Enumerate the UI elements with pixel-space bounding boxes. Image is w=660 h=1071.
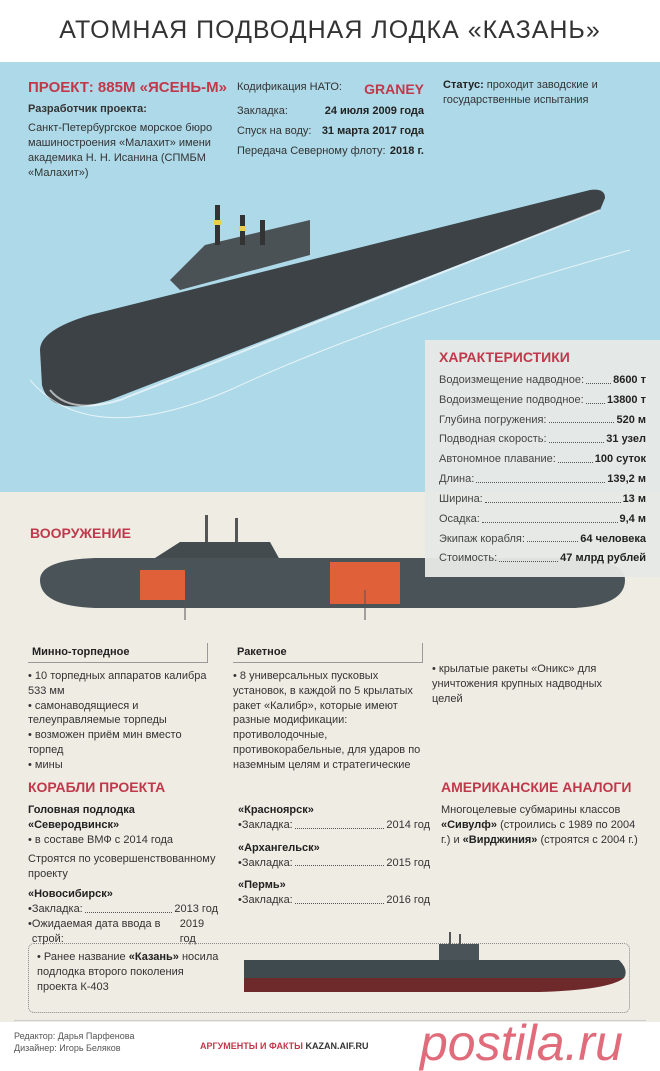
ship-label: Закладка: xyxy=(31,902,83,915)
watermark-logo: postila.ru xyxy=(420,1015,623,1071)
fact-label: Закладка: xyxy=(237,104,288,117)
submarine-illustration xyxy=(30,189,630,419)
note-text: • Ранее название «Казань» носила подлодк… xyxy=(37,951,219,993)
ship-entry: «Пермь»• Закладка:2016 год xyxy=(238,879,430,907)
characteristic-row: Осадка:9,4 м xyxy=(439,512,646,525)
missile-label: Ракетное xyxy=(233,643,423,663)
ship-name: «Новосибирск» xyxy=(28,888,113,901)
ship-value: 2013 год xyxy=(174,902,218,915)
brand-logo: АРГУМЕНТЫ И ФАКТЫ KAZAN.AIF.RU xyxy=(200,1041,369,1051)
ship-value: 2019 год xyxy=(179,917,205,945)
characteristic-row: Экипаж корабля:64 человека xyxy=(439,532,646,545)
fact-value: 24 июля 2009 года xyxy=(324,104,424,117)
characteristic-row: Водоизмещение надводное:8600 т xyxy=(439,373,646,386)
characteristic-row: Водоизмещение подводное:13800 т xyxy=(439,393,646,406)
missile-item: 8 универсальных пусковых установок, в ка… xyxy=(233,669,423,773)
analogs-title: АМЕРИКАНСКИЕ АНАЛОГИ xyxy=(441,779,632,795)
fact-value: 31 марта 2017 года xyxy=(321,124,424,137)
characteristics-title: ХАРАКТЕРИСТИКИ xyxy=(439,349,570,365)
characteristic-row: Глубина погружения:520 м xyxy=(439,413,646,426)
lead-note: в составе ВМФ с 2014 года xyxy=(28,833,218,848)
characteristic-row: Автономное плавание:100 суток xyxy=(439,453,646,466)
fact-label: Спуск на воду: xyxy=(237,124,312,137)
editor-credit: Редактор: Дарья Парфенова xyxy=(14,1031,135,1041)
missile-extra: крылатые ракеты «Оникс» для уничтожения … xyxy=(432,662,622,707)
divider xyxy=(14,1020,646,1021)
characteristic-row: Подводная скорость:31 узел xyxy=(439,433,646,446)
characteristic-row: Ширина:13 м xyxy=(439,492,646,505)
developer-text: Санкт-Петербургское морское бюро машинос… xyxy=(28,122,213,179)
characteristics-panel: ХАРАКТЕРИСТИКИ Водоизмещение надводное:8… xyxy=(425,340,660,578)
fact-label: Кодификация НАТО: xyxy=(237,81,342,93)
armament-title: ВООРУЖЕНИЕ xyxy=(30,525,131,541)
torpedo-item: возможен приём мин вместо торпед xyxy=(28,728,208,758)
fact-label: Передача Северному флоту: xyxy=(237,144,386,157)
note-box: • Ранее название «Казань» носила подлодк… xyxy=(28,932,630,1013)
developer-label: Разработчик проекта: xyxy=(28,103,147,116)
analogs-text: Многоцелевые субмарины классов «Сивулф» … xyxy=(441,803,638,846)
torpedo-label: Минно-торпедное xyxy=(28,643,208,663)
lead-ship: Головная подлодка «Северодвинск» xyxy=(28,803,135,831)
ship-entry: «Красноярск»• Закладка:2014 год xyxy=(238,804,430,831)
project-name: ПРОЕКТ: 885М «ЯСЕНЬ-М» xyxy=(28,79,228,96)
torpedo-item: самонаводящиеся и телеуправляемые торпед… xyxy=(28,699,208,729)
fact-value: GRANEY xyxy=(364,81,424,97)
torpedo-item: 10 торпедных аппаратов калибра 533 мм xyxy=(28,669,208,699)
torpedo-item: мины xyxy=(28,758,208,773)
ships-title: КОРАБЛИ ПРОЕКТА xyxy=(28,779,166,795)
characteristic-row: Длина:139,2 м xyxy=(439,473,646,486)
status: Статус: проходит заводские и государстве… xyxy=(443,79,598,106)
ship-label: Ожидаемая дата ввода в строй: xyxy=(31,917,161,945)
k403-submarine-icon xyxy=(244,932,626,992)
characteristic-row: Стоимость:47 млрд рублей xyxy=(439,552,646,565)
page-title: АТОМНАЯ ПОДВОДНАЯ ЛОДКА «КАЗАНЬ» xyxy=(59,16,601,44)
designer-credit: Дизайнер: Игорь Беляков xyxy=(14,1043,121,1054)
improved-note: Строятся по усовершенствованному проекту xyxy=(28,853,216,881)
fact-value: 2018 г. xyxy=(389,144,424,157)
ship-entry: «Архангельск»• Закладка:2015 год xyxy=(238,841,430,869)
